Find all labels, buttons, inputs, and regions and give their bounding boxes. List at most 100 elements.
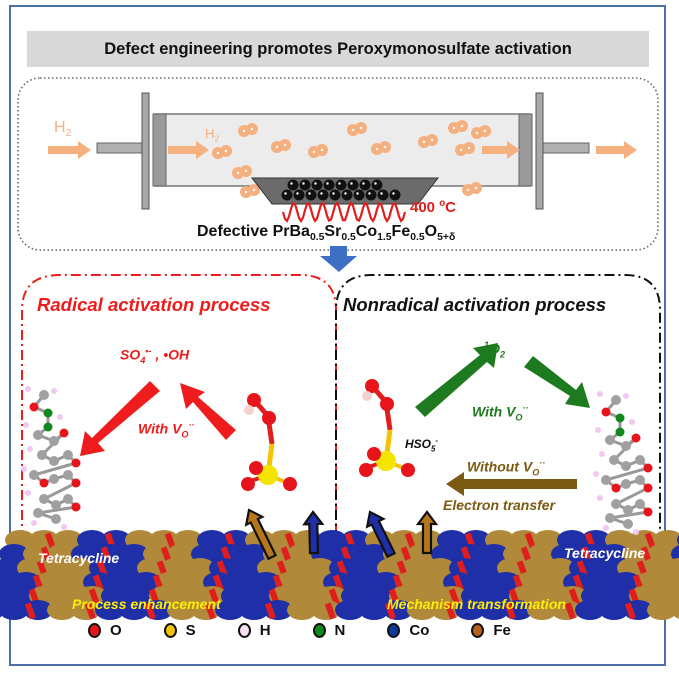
carbon-atom [49,456,59,466]
oxygen-row [284,532,296,550]
carbon-atom [63,470,73,480]
oxygen-atom [401,463,415,477]
legend-atom-icon [471,623,485,638]
surface-atom [479,600,509,620]
catalyst-particle [365,189,377,201]
oxygen-row [624,602,636,620]
carbon-atom [609,455,619,465]
legend-item: N [312,622,345,639]
oxygen-row [24,602,36,620]
oxygen-atom [283,477,297,491]
nonradical-arrow-to-o2 [415,343,498,417]
inlet-arrow [48,141,91,159]
carbon-atom [601,475,611,485]
carbon-atom [29,470,39,480]
oxygen-atom [71,478,81,488]
hydrogen-atom [362,391,372,401]
radical-panel [21,274,337,561]
surface-atom [575,600,605,620]
atom-highlight [236,171,240,175]
h2-molecule-icon [240,184,260,198]
atom-highlight [459,148,463,152]
catalyst-particle [335,179,347,191]
hydrogen-atom [21,466,27,472]
hydrogen-atom [57,414,63,420]
catalyst-particle [323,179,335,191]
legend-label: Fe [493,622,511,639]
catalyst-particle [359,179,371,191]
carbon-atom [635,455,645,465]
particle-highlight [284,192,287,195]
hydrogen-atom [25,490,31,496]
oxygen-row [504,602,516,620]
hydrogen-atom [31,520,37,526]
atom-highlight [283,143,287,147]
particle-highlight [332,192,335,195]
atom-highlight [250,127,254,131]
adsorption-arrows [244,508,439,561]
inner-gas-label: H2 [205,126,220,144]
nonradical-title: Nonradical activation process [343,294,607,315]
atom-highlight [483,129,487,133]
carbon-atom [49,474,59,484]
adsorption-arrow-icon [244,508,278,561]
oxygen-row [568,588,580,606]
catalyst-particle [389,189,401,201]
catalyst-particle [317,189,329,201]
atom-highlight [224,149,228,153]
atom-highlight [467,146,471,150]
oxygen-atom [601,407,611,417]
oxygen-row [164,532,176,550]
oxygen-atom [643,463,653,473]
pms-molecule-left [241,393,297,491]
temperature-label: 400 oC [410,198,457,216]
h2-molecule-icon [448,120,468,134]
atom-highlight [430,138,434,142]
carbon-atom [51,500,61,510]
h2-molecule-icon [462,182,482,196]
hydrogen-atom [61,524,67,530]
hydrogen-atom [629,419,635,425]
sulfur-atom [258,465,278,485]
oxygen-row [564,602,576,620]
particle-highlight [296,192,299,195]
oxygen-row [204,602,216,620]
carbon-atom [33,508,43,518]
tube-cap-left [152,113,167,187]
atom-highlight [460,124,464,128]
nitrogen-atom [615,427,625,437]
bond [43,481,77,501]
surface-atom [95,600,125,620]
hydrogen-atom [597,391,603,397]
radical-arrow-to-tetracycline [80,381,160,456]
carbon-atom [611,395,621,405]
pms-molecule-right [359,379,415,477]
particle-highlight [392,192,395,195]
surface-atom [335,600,365,620]
carbon-atom [37,450,47,460]
radical-arrows [80,381,236,456]
catalyst-particles [281,179,401,201]
surface-atom [215,600,245,620]
carbon-atom [63,450,73,460]
oxygen-atom [59,428,69,438]
particle-highlight [374,182,377,185]
oxygen-row [92,574,104,592]
left-flange [141,92,150,210]
particle-highlight [308,192,311,195]
atom-highlight [275,145,279,149]
oxygen-row [328,588,340,606]
surface-atom [119,600,149,620]
atom-highlight [359,126,363,130]
oxygen-row [44,532,56,550]
hydrogen-atom [633,529,639,535]
outlet-arrow [596,141,637,159]
carbon-atom [33,430,43,440]
atom-highlight [466,188,470,192]
nonradical-condition: With VO·· [472,403,529,423]
h2-molecule-icon [308,144,328,158]
oxygen-row [524,532,536,550]
oxygen-row [212,574,224,592]
atom-highlight [252,188,256,192]
